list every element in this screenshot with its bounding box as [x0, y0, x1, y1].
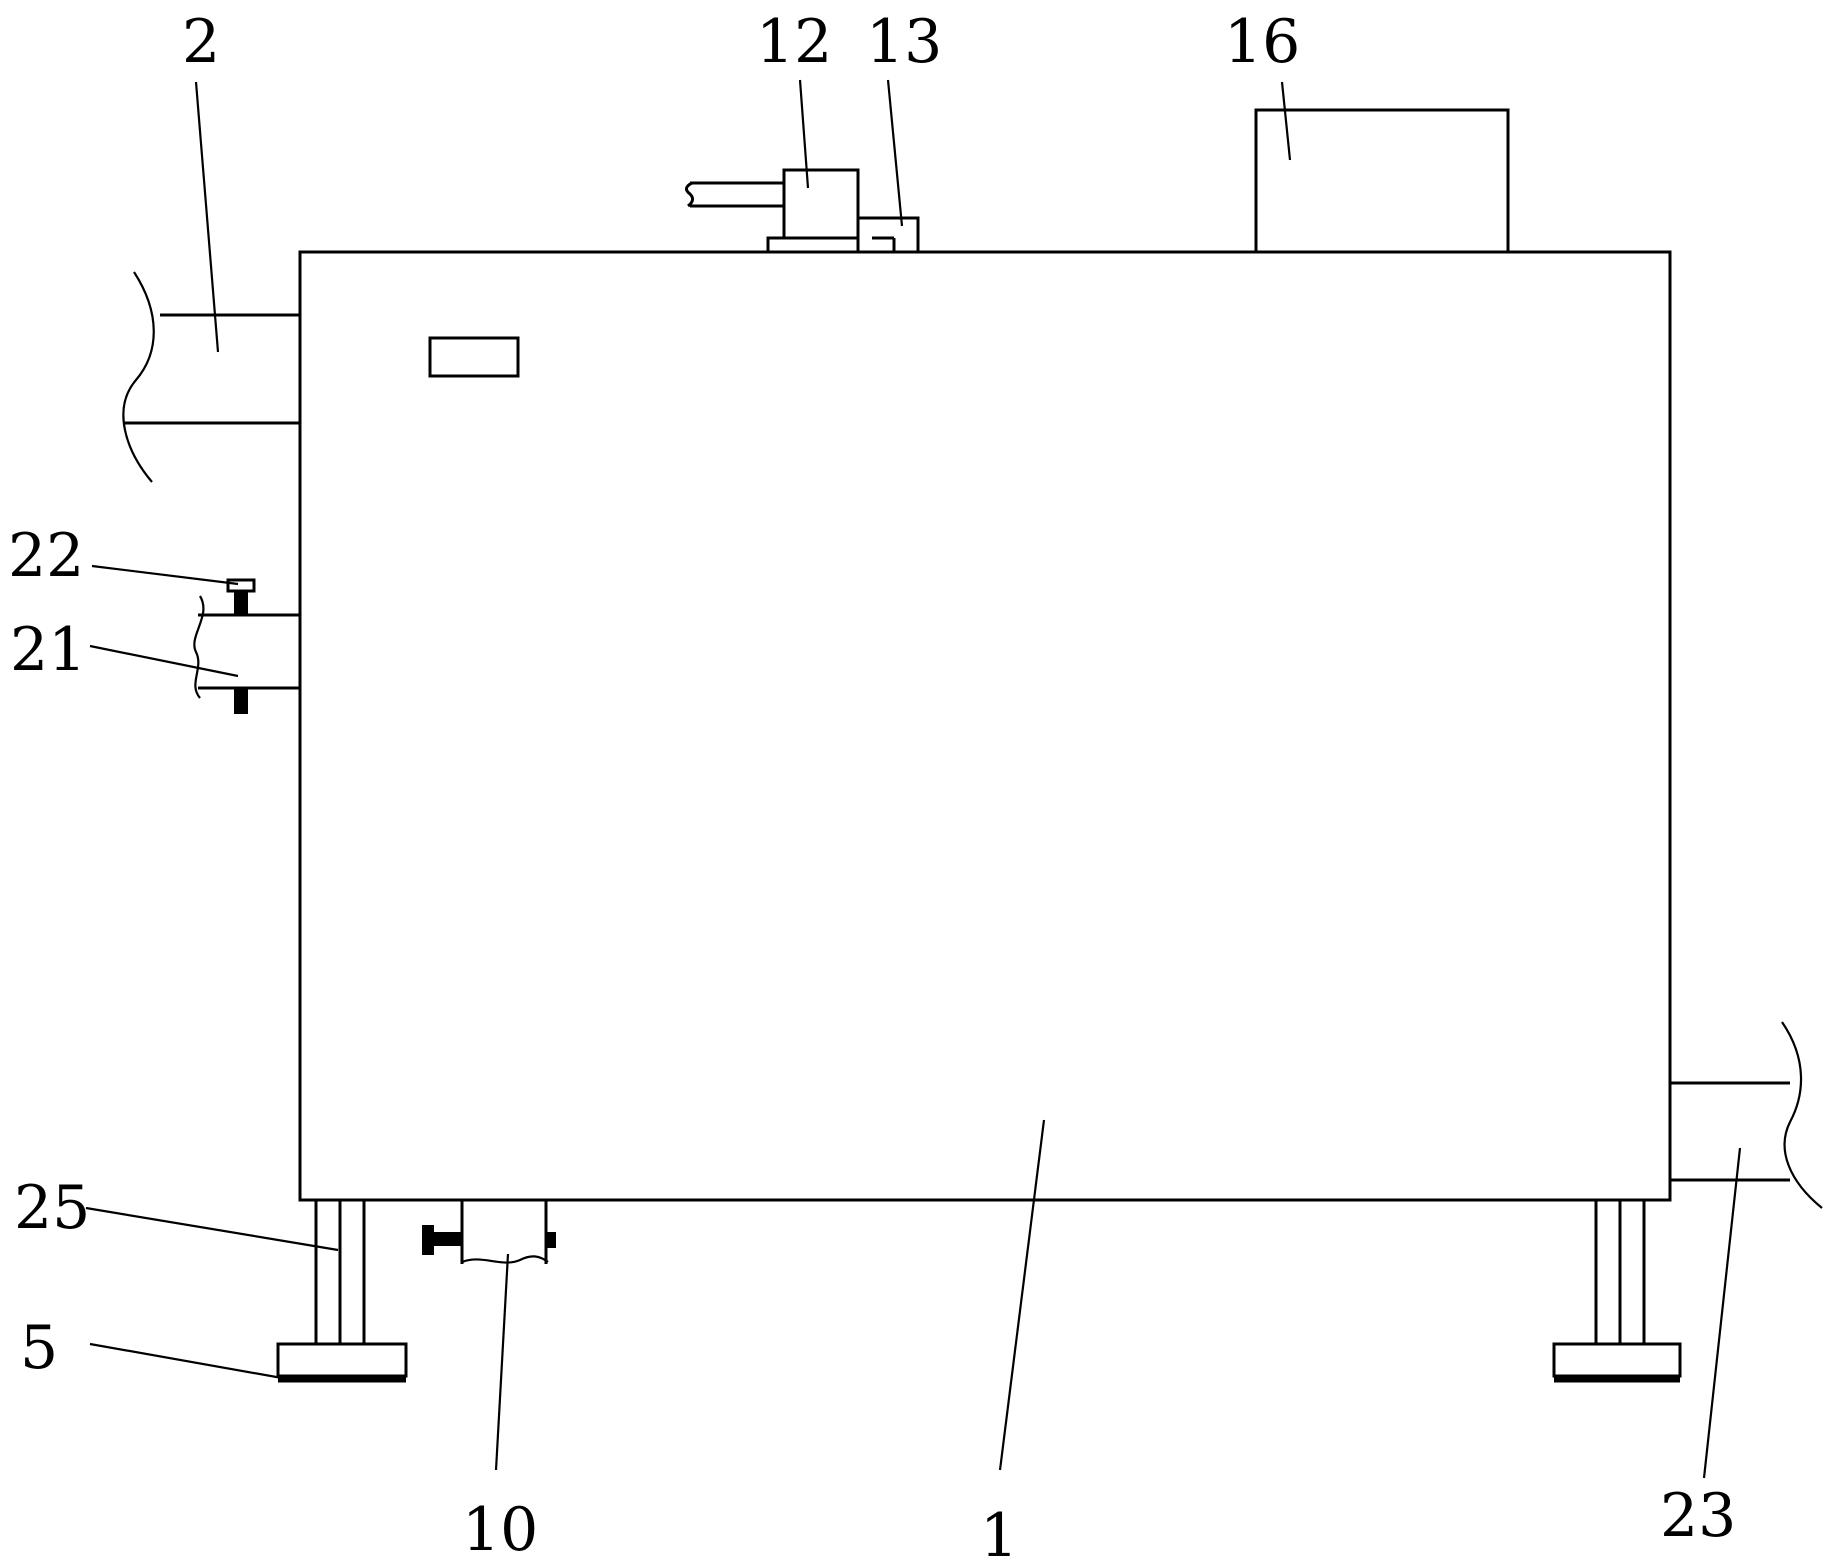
label-clamp-bolt: 22 — [8, 521, 84, 591]
label-outlet-pipe: 23 — [1660, 1481, 1736, 1551]
outlet-pipe — [1670, 1021, 1823, 1209]
leader-lines — [85, 79, 1742, 1479]
foot-pad-left — [276, 1342, 408, 1383]
label-leg: 25 — [14, 1173, 90, 1243]
side-pipe — [193, 595, 300, 699]
top-unit — [685, 168, 874, 254]
foot-pad-right — [1552, 1342, 1682, 1383]
label-top-box: 16 — [1224, 7, 1300, 77]
label-side-pipe: 21 — [10, 615, 86, 685]
tank-body — [298, 250, 1672, 1202]
label-foot-pad: 5 — [20, 1313, 58, 1383]
label-tank-body: 1 — [980, 1501, 1018, 1568]
label-drain-pipe: 10 — [462, 1495, 538, 1565]
clamp-bolt — [226, 578, 256, 714]
leg-left — [314, 1198, 366, 1346]
top-box — [1254, 108, 1510, 254]
leg-right — [1594, 1198, 1646, 1346]
label-top-fitting: 13 — [866, 7, 942, 77]
label-top-unit: 12 — [756, 7, 832, 77]
tank-window — [428, 336, 520, 378]
drain-pipe — [422, 1200, 556, 1264]
inlet-pipe — [122, 271, 300, 483]
label-inlet-pipe: 2 — [182, 7, 220, 77]
top-fitting — [856, 216, 920, 254]
